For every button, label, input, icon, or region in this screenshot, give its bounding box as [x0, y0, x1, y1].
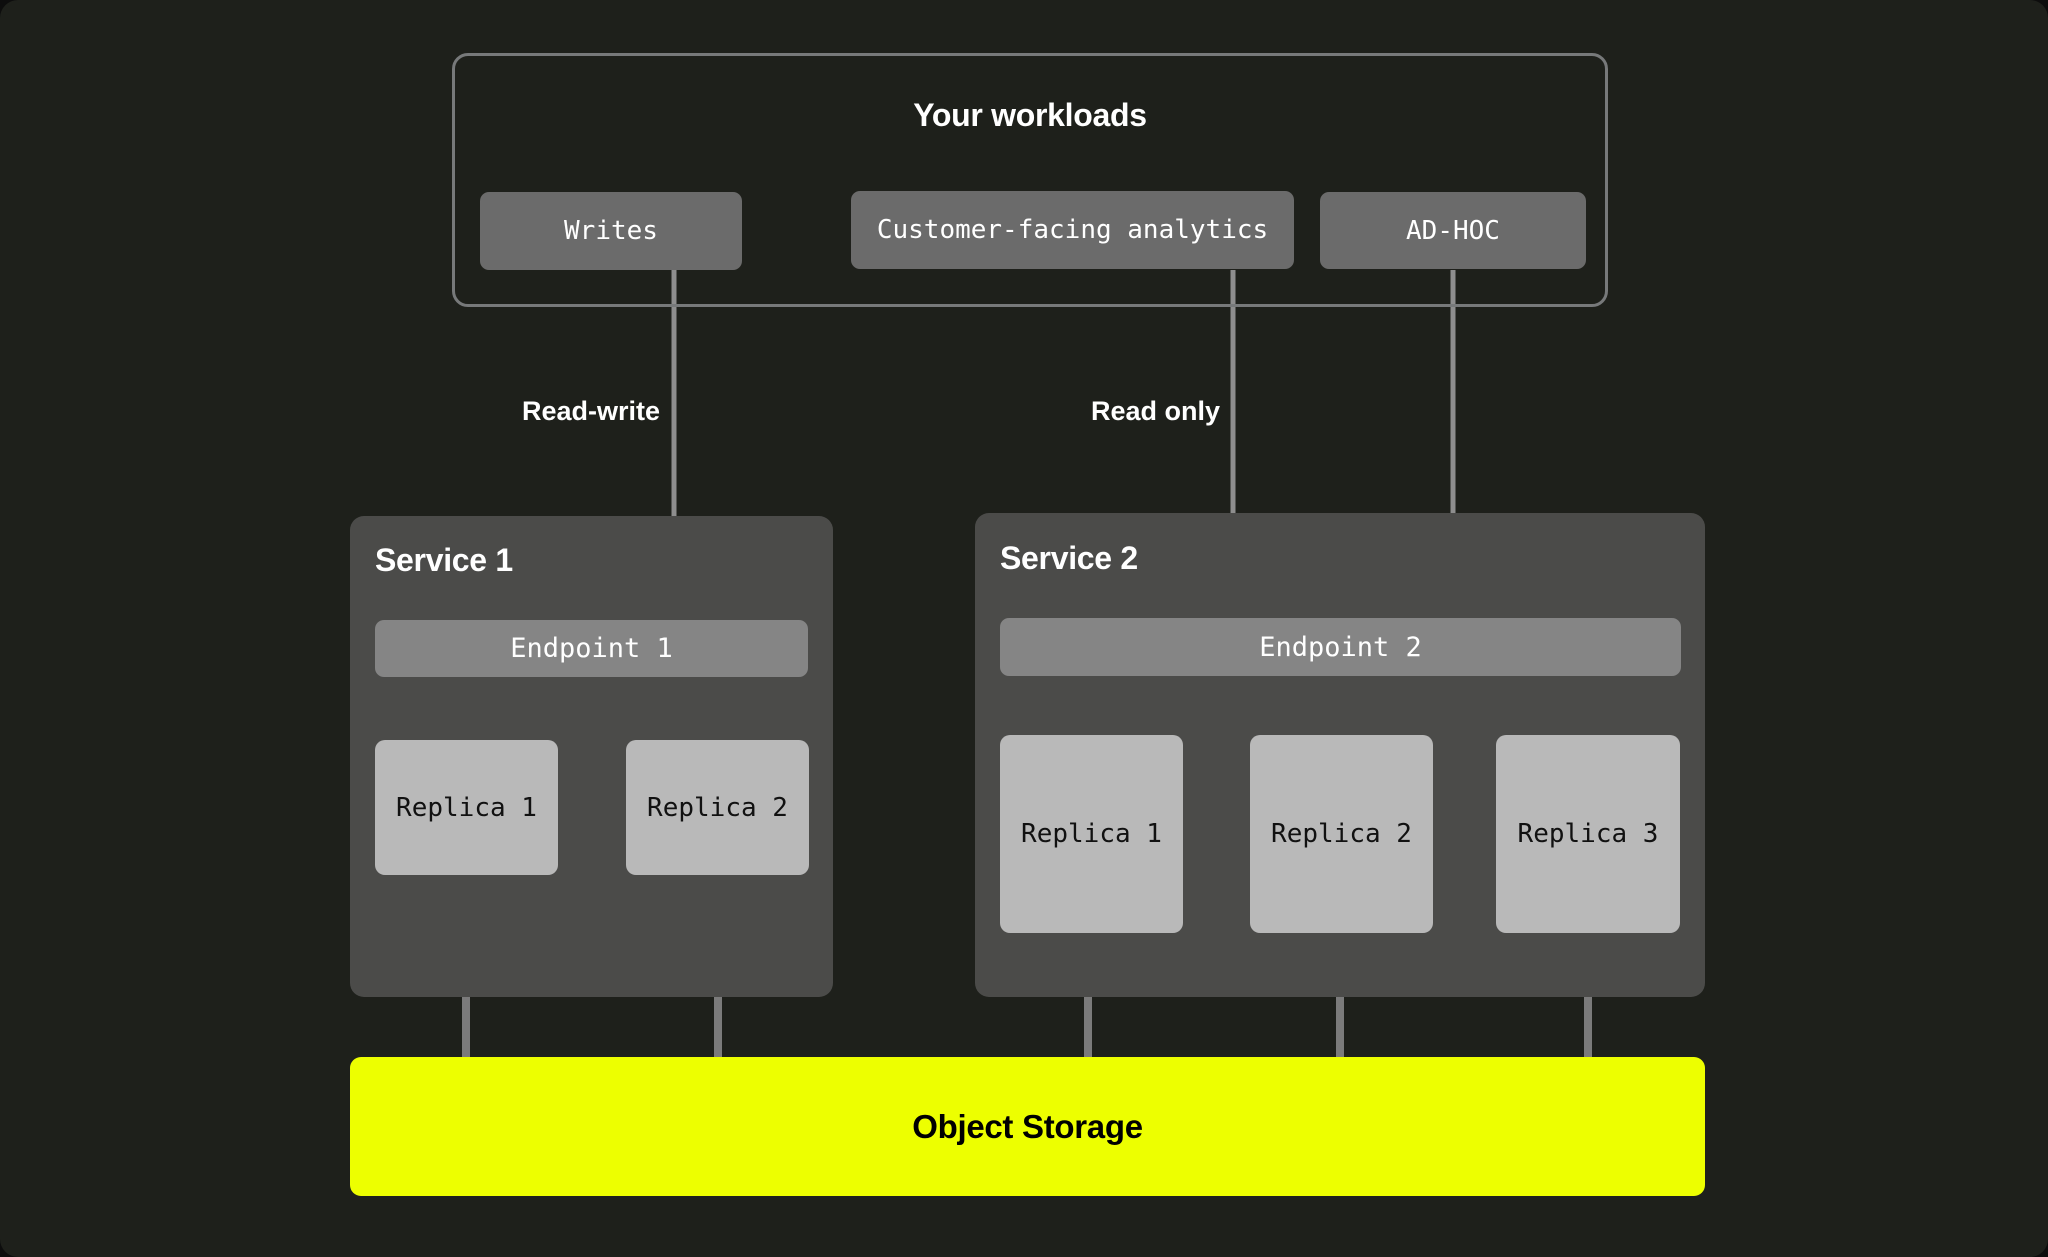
workloads-container: Your workloads: [452, 53, 1608, 307]
workload-chip-writes[interactable]: Writes: [480, 192, 742, 270]
object-storage-bar[interactable]: Object Storage: [350, 1057, 1705, 1196]
endpoint-1[interactable]: Endpoint 1: [375, 620, 808, 677]
service-2-replica-1[interactable]: Replica 1: [1000, 735, 1183, 933]
endpoint-2[interactable]: Endpoint 2: [1000, 618, 1681, 676]
service-2-replica-2[interactable]: Replica 2: [1250, 735, 1433, 933]
service-1-replica-1[interactable]: Replica 1: [375, 740, 558, 875]
workload-chip-analytics[interactable]: Customer-facing analytics: [851, 191, 1294, 269]
flow-label-read-only: Read only: [1090, 396, 1220, 426]
flow-label-read-write: Read-write: [521, 396, 660, 426]
workloads-title: Your workloads: [913, 97, 1147, 133]
service-2-title: Service 2: [1000, 540, 1138, 576]
workload-chip-adhoc[interactable]: AD-HOC: [1320, 192, 1586, 269]
service-1-title: Service 1: [375, 542, 513, 578]
service-2-replica-3[interactable]: Replica 3: [1496, 735, 1680, 933]
service-1-replica-2[interactable]: Replica 2: [626, 740, 809, 875]
